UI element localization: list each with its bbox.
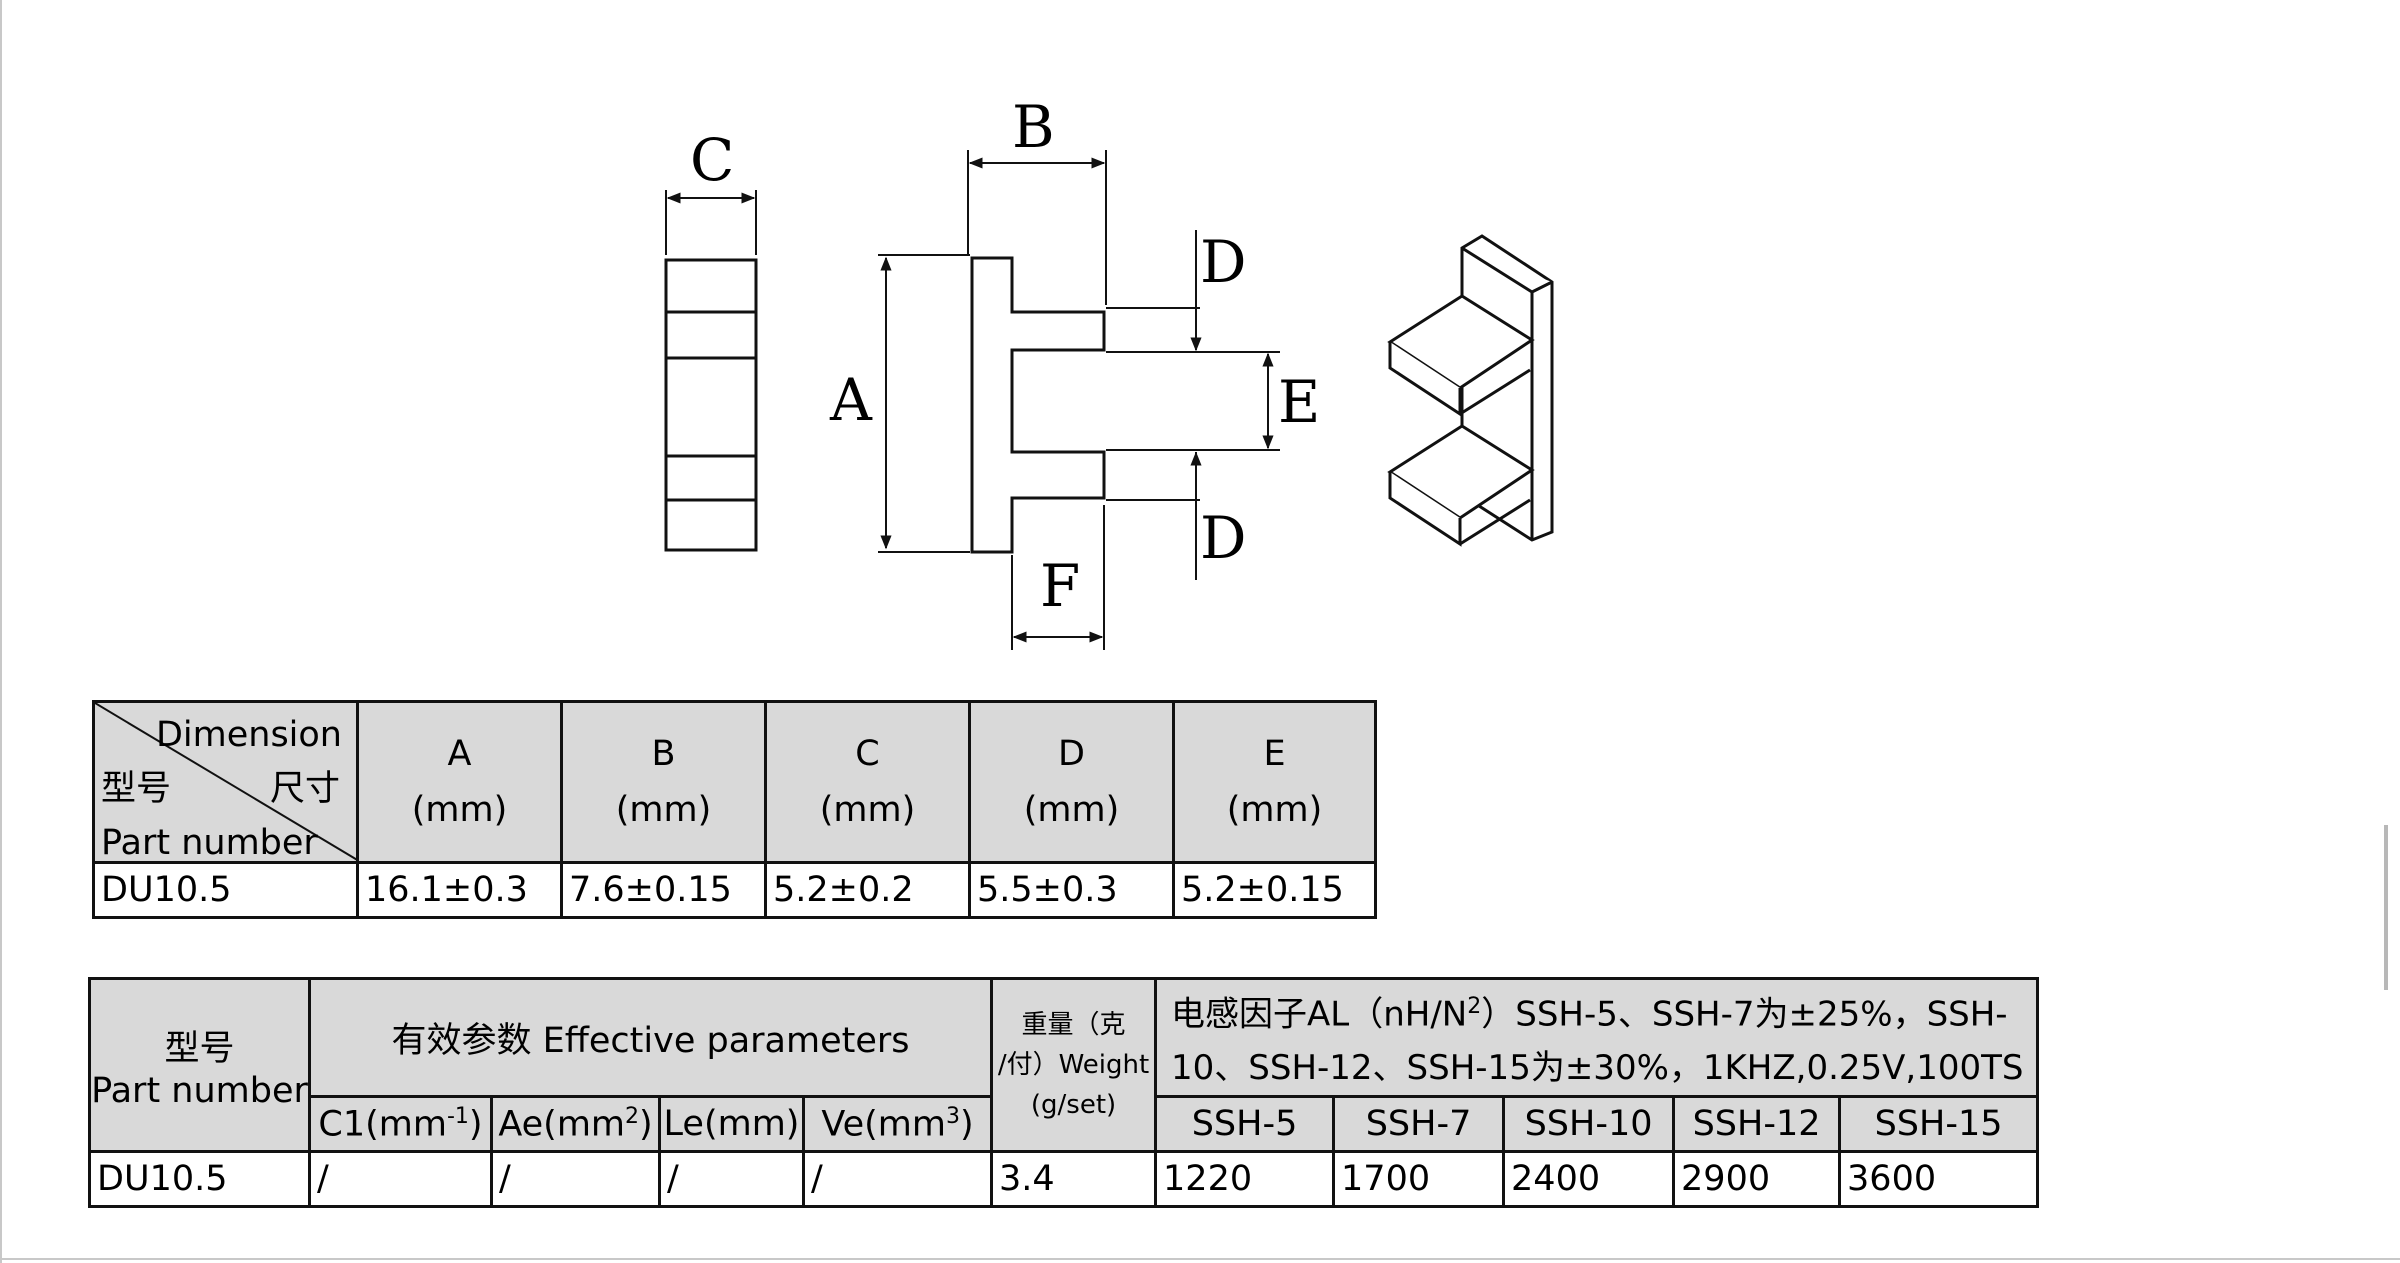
front-view — [878, 150, 1280, 650]
label-c: C — [690, 126, 734, 194]
side-view — [664, 190, 758, 552]
grade-header-ssh15: SSH-15 — [1838, 1095, 2040, 1154]
isometric-view — [1387, 234, 1554, 547]
dim-header-d: D(mm) — [968, 700, 1175, 864]
al-value-ssh15: 3600 — [1838, 1150, 2040, 1209]
dim-value-d: 5.5±0.3 — [968, 861, 1175, 919]
grade-header-ssh7: SSH-7 — [1332, 1095, 1506, 1154]
dim-part-number: DU10.5 — [92, 861, 359, 919]
al-value-ssh10: 2400 — [1502, 1150, 1676, 1209]
corner-dimension-label: Dimension — [155, 715, 342, 755]
table-row: DU10.5 / / / / 3.4 1220 1700 2400 2900 3… — [88, 1150, 2040, 1209]
param-value-le: / — [658, 1150, 805, 1209]
dim-header-c: C(mm) — [764, 700, 971, 864]
label-d-bottom: D — [1200, 504, 1247, 572]
al-value-ssh12: 2900 — [1672, 1150, 1842, 1209]
dim-value-a: 16.1±0.3 — [356, 861, 563, 919]
grade-header-ssh5: SSH-5 — [1154, 1095, 1336, 1154]
dim-value-c: 5.2±0.2 — [764, 861, 971, 919]
corner-model-label: 型号 — [101, 769, 172, 809]
param-header-ve: Ve(mm3) — [801, 1095, 994, 1154]
dim-header-b: B(mm) — [560, 700, 767, 864]
dim-value-b: 7.6±0.15 — [560, 861, 767, 919]
al-value-ssh5: 1220 — [1154, 1150, 1336, 1209]
corner-diagonal — [96, 704, 355, 860]
page-scroll-mark — [2384, 825, 2388, 990]
corner-part-number-label: Part number — [101, 823, 318, 863]
label-d-top: D — [1200, 228, 1247, 296]
label-b: B — [1012, 93, 1055, 161]
label-e: E — [1278, 368, 1320, 436]
weight-header: 重量（克/付）Weight(g/set) — [990, 976, 1158, 1154]
param-value-ae: / — [490, 1150, 661, 1209]
page-bottom-border — [0, 1258, 2400, 1260]
dim-header-a: A(mm) — [356, 700, 563, 864]
param-header-ae: Ae(mm2) — [490, 1095, 661, 1154]
grade-header-ssh12: SSH-12 — [1672, 1095, 1842, 1154]
label-f: F — [1040, 552, 1080, 620]
dimension-corner-cell: Dimension 尺寸 型号 Part number — [92, 700, 359, 864]
dim-value-e: 5.2±0.15 — [1172, 861, 1377, 919]
dimension-table: Dimension 尺寸 型号 Part number A(mm) B(mm) … — [92, 700, 1377, 919]
page-left-border — [0, 0, 2, 1263]
param-header-le: Le(mm) — [658, 1095, 805, 1154]
weight-value: 3.4 — [990, 1150, 1158, 1209]
al-value-ssh7: 1700 — [1332, 1150, 1506, 1209]
dim-header-e: E(mm) — [1172, 700, 1377, 864]
corner-size-label: 尺寸 — [269, 769, 340, 809]
param-value-c1: / — [308, 1150, 493, 1209]
al-factor-header: 电感因子AL（nH/N2）SSH-5、SSH-7为±25%，SSH-10、SSH… — [1154, 976, 2040, 1099]
table-row: DU10.5 16.1±0.3 7.6±0.15 5.2±0.2 5.5±0.3… — [92, 861, 1377, 919]
param-value-ve: / — [801, 1150, 994, 1209]
label-a: A — [829, 366, 873, 434]
grade-header-ssh10: SSH-10 — [1502, 1095, 1676, 1154]
param-header-c1: C1(mm-1) — [308, 1095, 493, 1154]
effective-params-header: 有效参数 Effective parameters — [307, 976, 994, 1099]
core-drawing: C B A D E D F — [664, 93, 1554, 650]
param-part-number: DU10.5 — [88, 1150, 311, 1209]
